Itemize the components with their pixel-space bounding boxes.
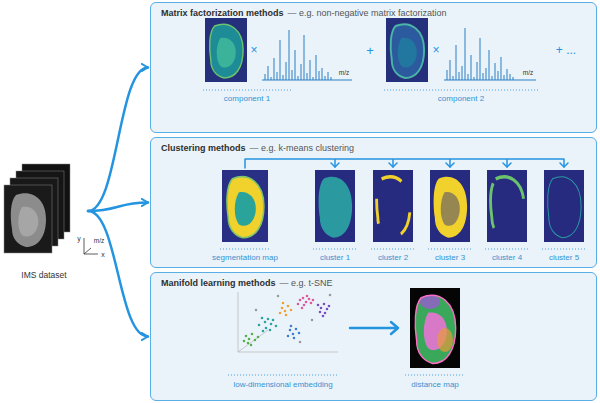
distance-map-image [410, 288, 460, 368]
distance-map-image [437, 328, 453, 352]
caption-rule [220, 249, 586, 250]
embedding-plot [256, 295, 330, 342]
cluster-image [319, 177, 352, 238]
component-image [210, 24, 243, 78]
cluster-image [430, 170, 470, 242]
panel-title: Matrix factorization methods [161, 8, 284, 19]
mass-spectrum [444, 28, 536, 80]
operator-symbol: + ... [556, 44, 576, 56]
method-panel: Manifold learning methods — e.g. t-SNE [150, 272, 597, 401]
component-image [205, 18, 428, 82]
component-image [210, 24, 243, 78]
panel-subtitle: — e.g. non-negative matrix factorization [288, 8, 447, 19]
title-row: Manifold learning methods — e.g. t-SNE [161, 278, 586, 289]
image-caption: distance map [411, 381, 459, 389]
component-image [391, 24, 424, 78]
image-caption: component 1 [224, 95, 270, 103]
cluster-image [544, 170, 584, 242]
component-image [391, 24, 424, 78]
component-image [217, 38, 236, 68]
embedding-plot [259, 318, 276, 331]
cluster-image [377, 177, 410, 238]
cluster-image [235, 192, 256, 226]
cluster-image [487, 170, 527, 242]
cluster-image [222, 170, 268, 242]
embedding-plot [244, 334, 258, 345]
cluster-image [434, 177, 467, 238]
dataset-label: IMS dataset [21, 270, 66, 280]
input-dataset: IMS dataset [0, 138, 88, 284]
title-row: Clustering methods — e.g. k-means cluster… [161, 143, 586, 154]
flow-arrow [350, 322, 398, 334]
cluster-image [315, 170, 355, 242]
cluster-image [227, 177, 264, 238]
split-bracket [331, 163, 568, 167]
panel-fill [150, 272, 597, 401]
component-image [386, 18, 428, 82]
split-bracket [245, 159, 568, 168]
flow-arrow [350, 322, 398, 334]
flow-arrow [88, 211, 148, 337]
embedding-plot [244, 295, 330, 345]
flow-arrow [88, 68, 148, 212]
ims-stack [4, 164, 70, 253]
cluster-image [227, 177, 264, 238]
ims-stack [4, 185, 52, 253]
mass-spectrum [262, 28, 536, 80]
embedding-plot [288, 326, 299, 338]
operator-symbol: + [366, 44, 374, 57]
component-image [398, 38, 417, 68]
cluster-image [491, 177, 524, 238]
component-image [205, 18, 247, 82]
caption-rule [228, 375, 465, 376]
embedding-plot [280, 303, 291, 315]
mass-spectrum [262, 30, 352, 80]
image-caption: cluster 1 [320, 254, 350, 262]
embedding-plot [318, 304, 329, 316]
cluster-image [222, 170, 584, 242]
ims-stack [18, 207, 38, 237]
method-panel: Clustering methods — e.g. k-means cluster… [150, 137, 597, 268]
axis-label: m/z [523, 70, 533, 77]
panel-subtitle: — e.g. k-means clustering [250, 143, 355, 154]
embedding-plot [298, 296, 313, 308]
distance-map-image [415, 295, 455, 363]
operator-symbol: × [250, 44, 257, 56]
panel-fill [150, 137, 597, 268]
cluster-image [548, 177, 581, 238]
split-bracket [245, 159, 564, 168]
image-caption: cluster 2 [378, 254, 408, 262]
panel-fill [150, 2, 597, 133]
distance-map-image [415, 295, 455, 363]
axis-label: m/z [339, 70, 349, 77]
panel-title: Manifold learning methods [161, 278, 276, 289]
axis-label: m/z [94, 238, 104, 245]
distance-map-image [410, 288, 460, 368]
panel-fill [150, 2, 597, 401]
embedding-plot [238, 292, 338, 352]
cluster-image [373, 170, 413, 242]
ims-stack [11, 193, 46, 247]
image-caption: cluster 3 [435, 254, 465, 262]
panel-subtitle: — e.g. t-SNE [280, 278, 333, 289]
title-row: Matrix factorization methods — e.g. non-n… [161, 8, 586, 19]
axis-label: x [101, 251, 105, 258]
cluster-image [441, 192, 460, 226]
axis-label: y [77, 235, 81, 242]
image-caption: cluster 5 [549, 254, 579, 262]
embedding-plot [238, 292, 338, 352]
image-caption: component 2 [438, 95, 484, 103]
caption-rule [203, 90, 538, 91]
method-panel: Matrix factorization methods — e.g. non-n… [150, 2, 597, 133]
operator-symbol: × [432, 44, 439, 56]
image-caption: low-dimensional embedding [233, 381, 332, 389]
flow-arrow [88, 203, 148, 212]
panel-title: Clustering methods [161, 143, 246, 154]
image-caption: cluster 4 [492, 254, 522, 262]
image-caption: segmentation map [212, 254, 278, 262]
